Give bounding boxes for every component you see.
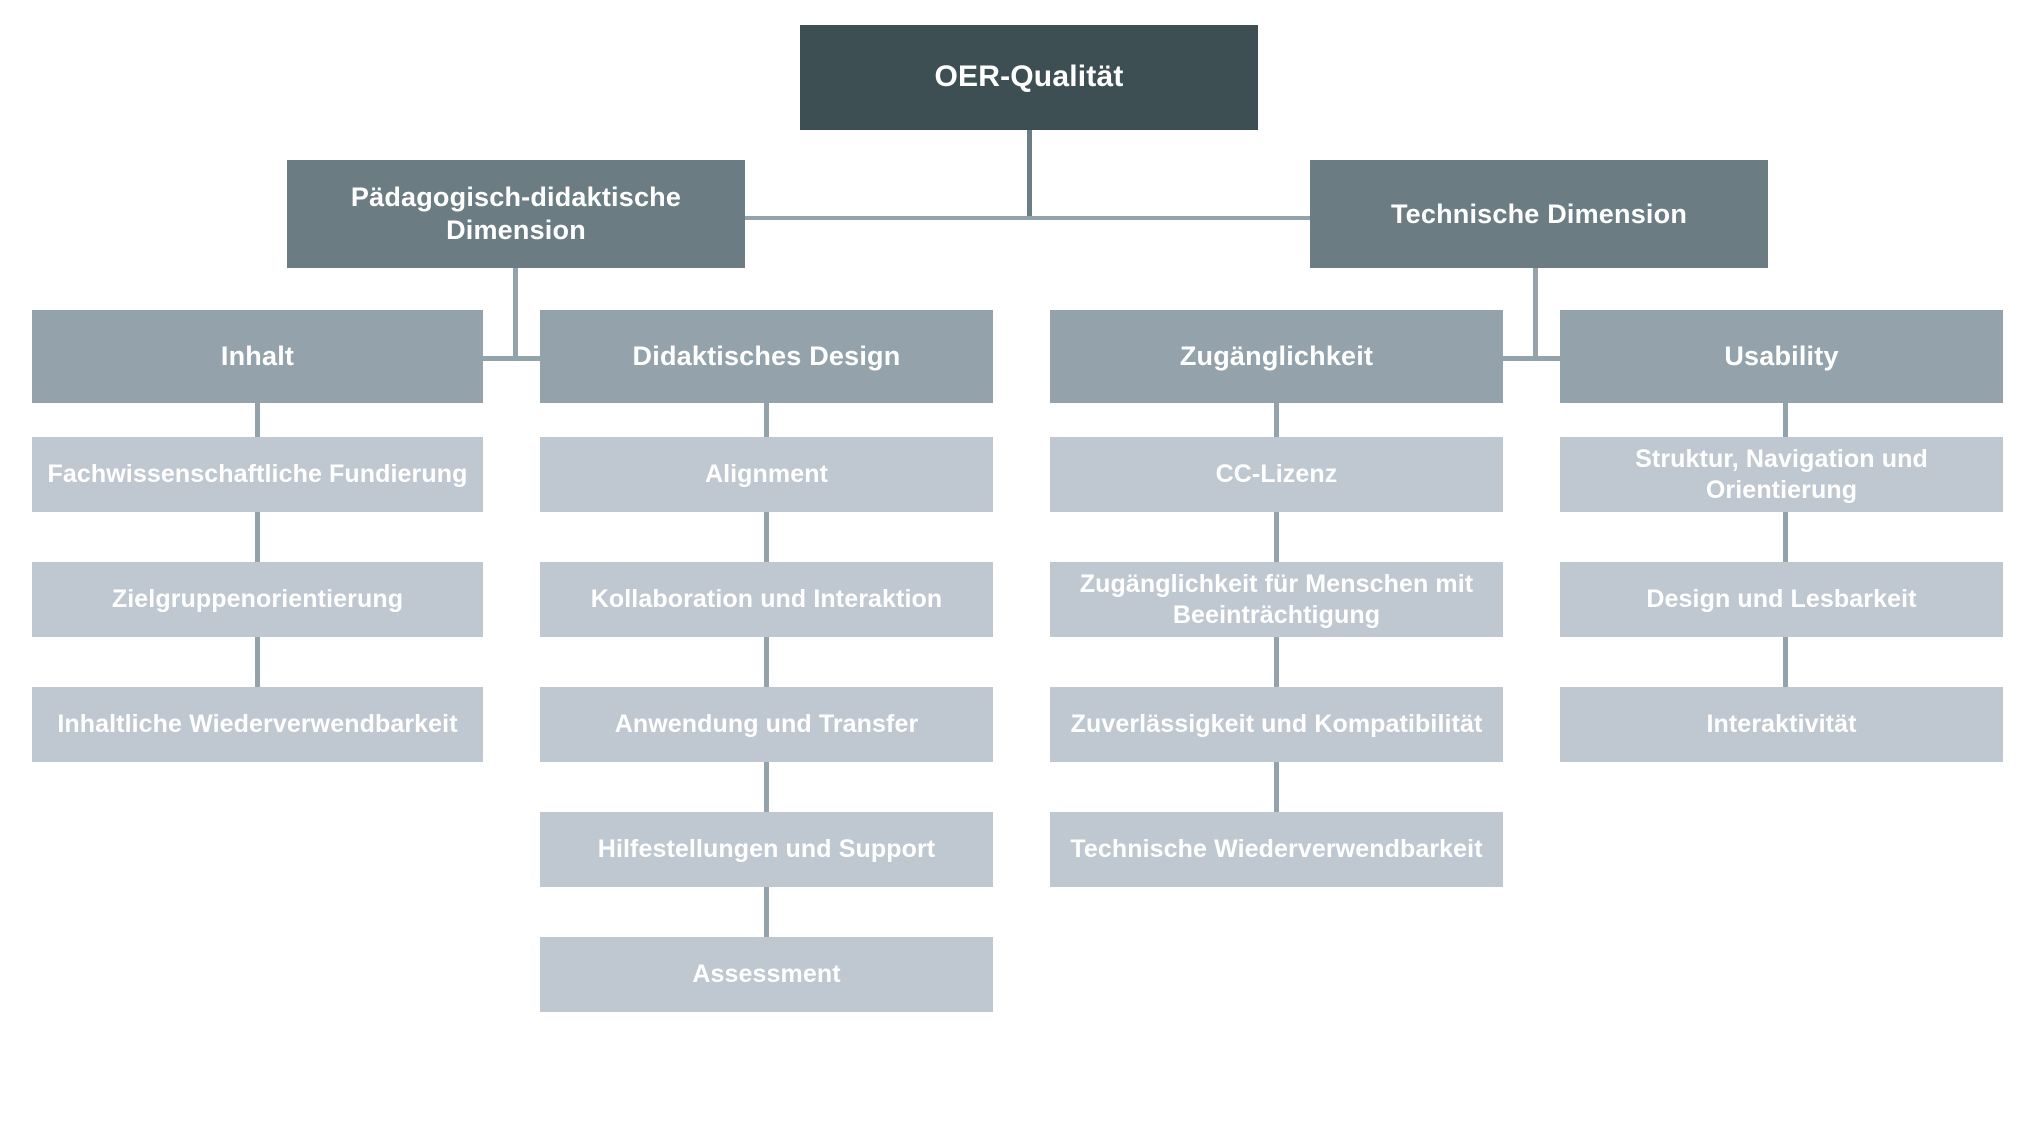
- node-fachwissenschaftliche-fundierung[interactable]: Fachwissenschaftliche Fundierung: [32, 437, 483, 512]
- node-alignment[interactable]: Alignment: [540, 437, 993, 512]
- node-label: Zielgruppenorientierung: [111, 585, 404, 614]
- node-didaktisches-design[interactable]: Didaktisches Design: [540, 310, 993, 403]
- node-anwendung-und-transfer[interactable]: Anwendung und Transfer: [540, 687, 993, 762]
- connector-pedagogic-bus: [257, 356, 769, 361]
- node-design-und-lesbarkeit[interactable]: Design und Lesbarkeit: [1560, 562, 2003, 637]
- node-label: Usability: [1724, 341, 1839, 372]
- node-label: OER-Qualität: [934, 60, 1124, 94]
- node-zugaenglichkeit-fuer-menschen-mit-beeintraechtigung[interactable]: Zugänglichkeit für Menschen mit Beeinträ…: [1050, 562, 1503, 637]
- node-zielgruppenorientierung[interactable]: Zielgruppenorientierung: [32, 562, 483, 637]
- node-label: Inhaltliche Wiederverwendbarkeit: [57, 710, 458, 739]
- connector-dimension-bus: [745, 216, 1310, 220]
- node-label: Alignment: [704, 460, 829, 489]
- node-technische-wiederverwendbarkeit[interactable]: Technische Wiederverwendbarkeit: [1050, 812, 1503, 887]
- node-label: Zugänglichkeit: [1179, 341, 1374, 372]
- node-label: Assessment: [692, 960, 841, 989]
- node-zugaenglichkeit[interactable]: Zugänglichkeit: [1050, 310, 1503, 403]
- node-cc-lizenz[interactable]: CC-Lizenz: [1050, 437, 1503, 512]
- node-label: Didaktisches Design: [632, 341, 901, 372]
- node-inhaltliche-wiederverwendbarkeit[interactable]: Inhaltliche Wiederverwendbarkeit: [32, 687, 483, 762]
- node-label: Pädagogisch-didaktische Dimension: [350, 182, 682, 245]
- node-label: Zugänglichkeit für Menschen mit Beeinträ…: [1079, 570, 1474, 629]
- node-kollaboration-und-interaktion[interactable]: Kollaboration und Interaktion: [540, 562, 993, 637]
- node-label: Interaktivität: [1706, 710, 1857, 739]
- node-technische-dimension[interactable]: Technische Dimension: [1310, 160, 1768, 268]
- node-label: Technische Dimension: [1390, 198, 1688, 229]
- node-label: Hilfestellungen und Support: [597, 835, 936, 864]
- node-label: Kollaboration und Interaktion: [590, 585, 943, 614]
- node-oer-qualitaet[interactable]: OER-Qualität: [800, 25, 1258, 130]
- node-label: Inhalt: [220, 341, 295, 372]
- node-label: Technische Wiederverwendbarkeit: [1070, 835, 1483, 864]
- connector-pedagogic-stem: [513, 268, 518, 360]
- node-interaktivitaet[interactable]: Interaktivität: [1560, 687, 2003, 762]
- node-label: Anwendung und Transfer: [614, 710, 919, 739]
- node-zuverlaessigkeit-und-kompatibilitaet[interactable]: Zuverlässigkeit und Kompatibilität: [1050, 687, 1503, 762]
- connector-technical-stem: [1533, 268, 1538, 360]
- node-paedagogisch-didaktische-dimension[interactable]: Pädagogisch-didaktische Dimension: [287, 160, 745, 268]
- node-assessment[interactable]: Assessment: [540, 937, 993, 1012]
- node-label: Fachwissenschaftliche Fundierung: [47, 460, 468, 489]
- node-inhalt[interactable]: Inhalt: [32, 310, 483, 403]
- node-label: Struktur, Navigation und Orientierung: [1635, 445, 1928, 504]
- node-usability[interactable]: Usability: [1560, 310, 2003, 403]
- node-struktur-navigation-und-orientierung[interactable]: Struktur, Navigation und Orientierung: [1560, 437, 2003, 512]
- node-hilfestellungen-und-support[interactable]: Hilfestellungen und Support: [540, 812, 993, 887]
- connector-technical-bus: [1276, 356, 1788, 361]
- node-label: Zuverlässigkeit und Kompatibilität: [1070, 710, 1483, 739]
- node-label: Design und Lesbarkeit: [1646, 585, 1917, 614]
- connector-root-stem: [1027, 130, 1032, 220]
- node-label: CC-Lizenz: [1215, 460, 1338, 489]
